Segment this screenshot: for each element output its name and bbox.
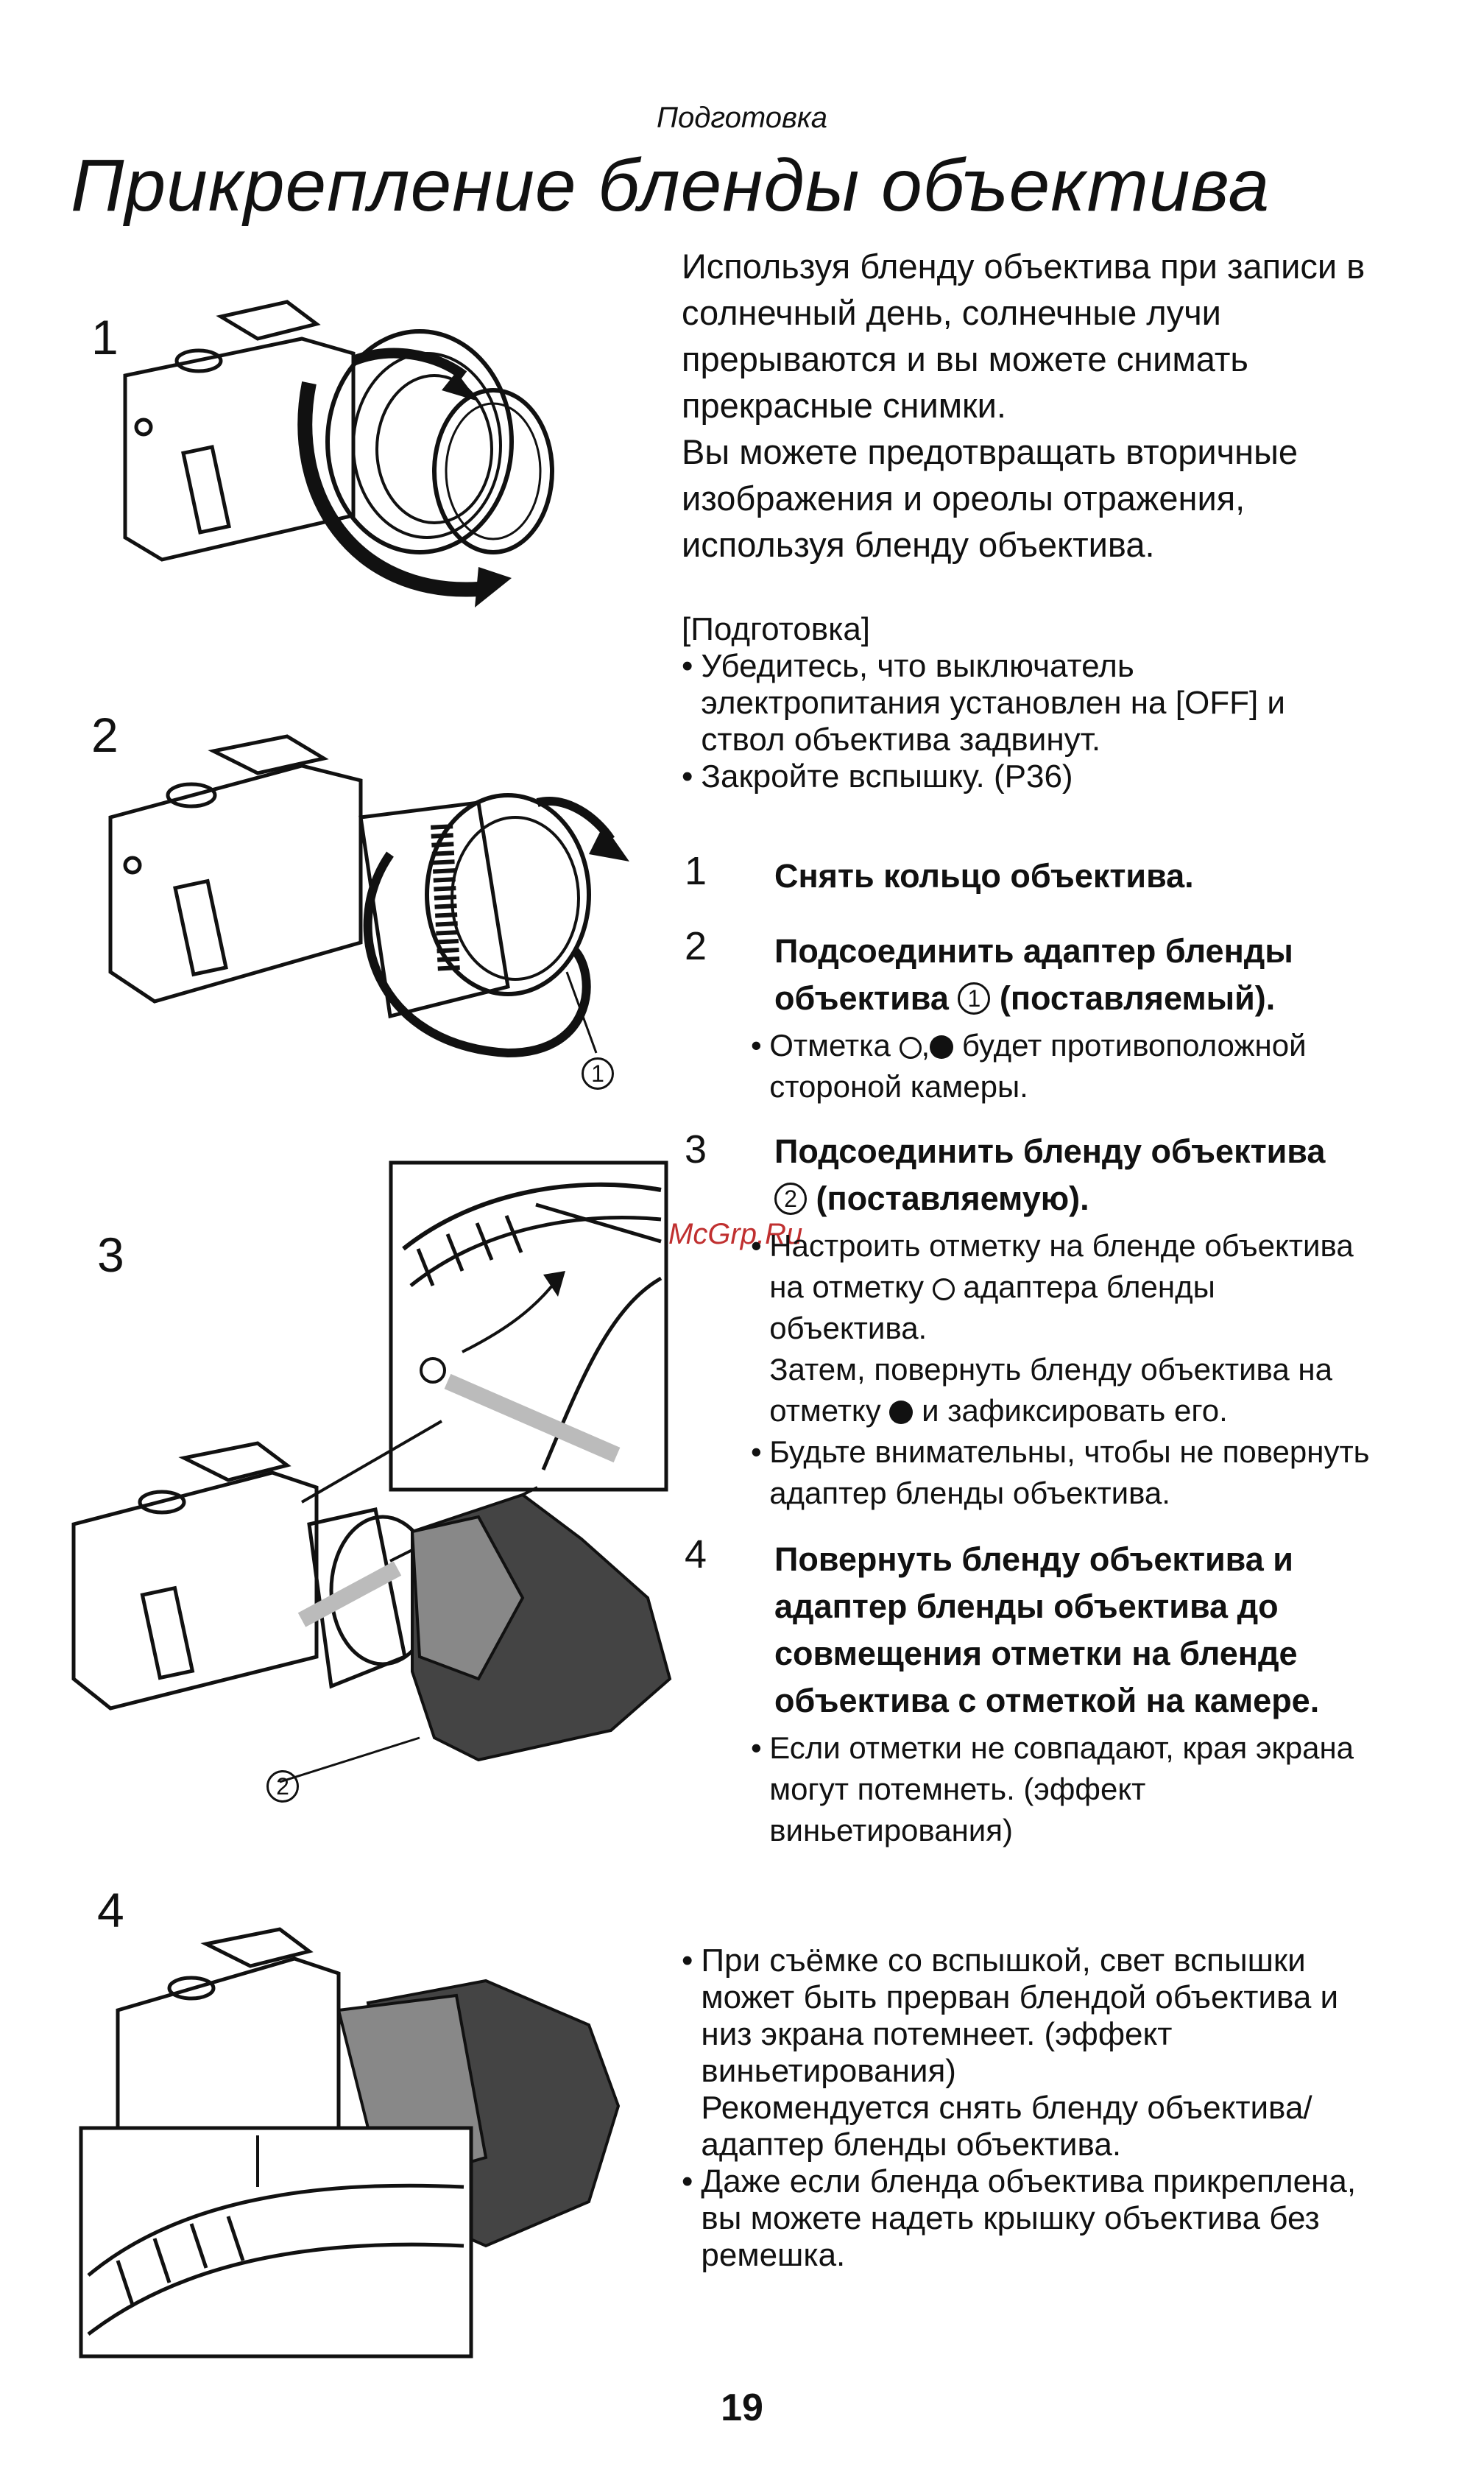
preparation-header: [Подготовка] bbox=[682, 611, 871, 647]
figure-3-detail-inset bbox=[389, 1160, 668, 1492]
page-number: 19 bbox=[721, 2386, 763, 2429]
step-2-note: •Отметка , будет противоположной стороно… bbox=[751, 1028, 1307, 1104]
intro-paragraph: Используя бленду объектива при записи в … bbox=[682, 247, 1365, 564]
preparation-bullet-2: •Закройте вспышку. (P36) bbox=[682, 758, 1073, 795]
step-1-text: Снять кольцо объектива. bbox=[774, 857, 1194, 895]
page-title: Прикрепление бленды объектива bbox=[71, 144, 1271, 227]
step-4-number: 4 bbox=[685, 1532, 707, 1577]
step-2-number: 2 bbox=[685, 924, 707, 968]
open-mark-icon bbox=[932, 1278, 955, 1300]
step-2-text: Подсоединить адаптер бленды объектива 1 … bbox=[774, 932, 1293, 1017]
step-4-text: Повернуть бленду объектива и адаптер бле… bbox=[774, 1540, 1320, 1719]
figure-number-4: 4 bbox=[97, 1883, 124, 1937]
step-1-number: 1 bbox=[685, 849, 707, 893]
figure-number-3: 3 bbox=[97, 1227, 124, 1282]
flash-notes: •При съёмке со вспышкой, свет вспышки мо… bbox=[682, 1942, 1357, 2273]
figure-4-camera-illustration bbox=[79, 1927, 621, 2359]
note-bullet-2: •Даже если бленда объектива прикреплена, bbox=[682, 2163, 1357, 2199]
step-4-note: •Если отметки не совпадают, края экрана … bbox=[751, 1730, 1354, 1847]
watermark: McGrp.Ru bbox=[668, 1218, 803, 1250]
callout-ref-2: 2 bbox=[774, 1183, 807, 1215]
step-3-notes: •Настроить отметку на бленде объектива н… bbox=[751, 1228, 1370, 1510]
figure-number-1: 1 bbox=[91, 310, 119, 364]
figure-2-camera-illustration bbox=[108, 734, 629, 1058]
figure-3-camera-illustration bbox=[71, 1420, 672, 1783]
callout-2: 2 bbox=[266, 1770, 299, 1803]
callout-ref-1: 1 bbox=[958, 982, 991, 1015]
figure-number-2: 2 bbox=[91, 708, 119, 762]
callout-1: 1 bbox=[582, 1057, 614, 1090]
open-mark-icon bbox=[899, 1037, 922, 1059]
filled-mark-icon bbox=[930, 1035, 954, 1059]
filled-mark-icon bbox=[889, 1401, 914, 1424]
preparation-bullet-1: •Убедитесь, что выключатель bbox=[682, 648, 1134, 684]
step-3-number: 3 bbox=[685, 1127, 707, 1172]
section-label: Подготовка bbox=[657, 102, 827, 134]
figure-1-camera-illustration bbox=[123, 300, 554, 607]
step-3-text: Подсоединить бленду объектива 2 (поставл… bbox=[774, 1132, 1326, 1217]
preparation-block: [Подготовка] •Убедитесь, что выключатель… bbox=[682, 611, 1285, 795]
note-bullet-1: •При съёмке со вспышкой, свет вспышки bbox=[682, 1942, 1306, 1979]
